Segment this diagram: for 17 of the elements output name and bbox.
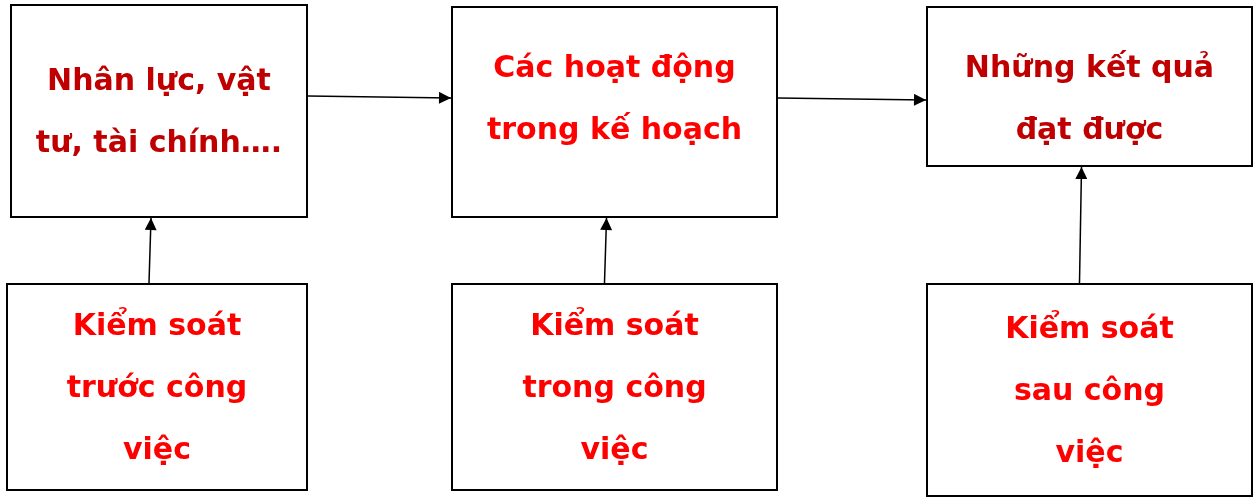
process-box bbox=[926, 283, 1253, 497]
process-box bbox=[926, 6, 1253, 167]
arrow bbox=[1075, 166, 1088, 284]
box-label: Các hoạt động trong kế hoạch bbox=[485, 48, 744, 148]
process-box bbox=[451, 6, 778, 218]
arrow bbox=[144, 217, 157, 284]
process-box bbox=[451, 283, 778, 491]
arrow bbox=[600, 217, 613, 284]
box-label: Những kết quả đạt được bbox=[963, 48, 1216, 148]
box-label: Kiểm soát trước công việc bbox=[65, 306, 249, 468]
arrow bbox=[307, 91, 452, 104]
process-box bbox=[10, 4, 308, 218]
arrow bbox=[777, 93, 927, 106]
box-label: Nhân lực, vật tư, tài chính…. bbox=[34, 61, 284, 161]
box-label: Kiểm soát trong công việc bbox=[521, 306, 708, 468]
process-box bbox=[6, 283, 308, 491]
box-label: Kiểm soát sau công việc bbox=[1004, 309, 1175, 471]
